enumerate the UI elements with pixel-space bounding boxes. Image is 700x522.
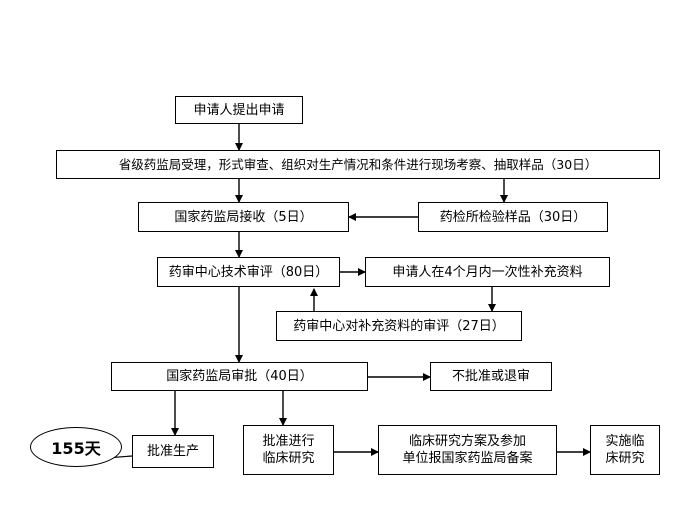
conduct-clinical-line-1: 实施临 — [605, 434, 645, 449]
node-clinical-plan: 临床研究方案及参加 单位报国家药监局备案 — [378, 425, 557, 475]
callout-total-days: 155天 — [30, 427, 122, 467]
approve-clinical-line-2: 临床研究 — [262, 451, 315, 466]
node-apply: 申请人提出申请 — [175, 96, 303, 124]
node-conduct-clinical: 实施临 床研究 — [590, 425, 660, 475]
approve-clinical-line-1: 批准进行 — [262, 434, 315, 449]
node-supplement: 申请人在4个月内一次性补充资料 — [365, 257, 610, 287]
node-reject: 不批准或退审 — [430, 362, 552, 391]
node-provincial-acceptance: 省级药监局受理，形式审查、组织对生产情况和条件进行现场考察、抽取样品（30日） — [56, 150, 660, 179]
node-supplement-review: 药审中心对补充资料的审评（27日） — [276, 311, 522, 341]
node-sfda-approve: 国家药监局审批（40日） — [111, 362, 368, 391]
conduct-clinical-line-2: 床研究 — [605, 451, 645, 466]
clinical-plan-line-1: 临床研究方案及参加 — [408, 434, 526, 449]
node-sfda-receive: 国家药监局接收（5日） — [138, 202, 349, 232]
node-cde-review: 药审中心技术审评（80日） — [157, 257, 340, 287]
clinical-plan-line-2: 单位报国家药监局备案 — [402, 451, 533, 466]
node-approve-clinical: 批准进行 临床研究 — [243, 425, 334, 475]
node-approve-production: 批准生产 — [132, 435, 214, 468]
node-lab-test: 药检所检验样品（30日） — [418, 202, 608, 232]
